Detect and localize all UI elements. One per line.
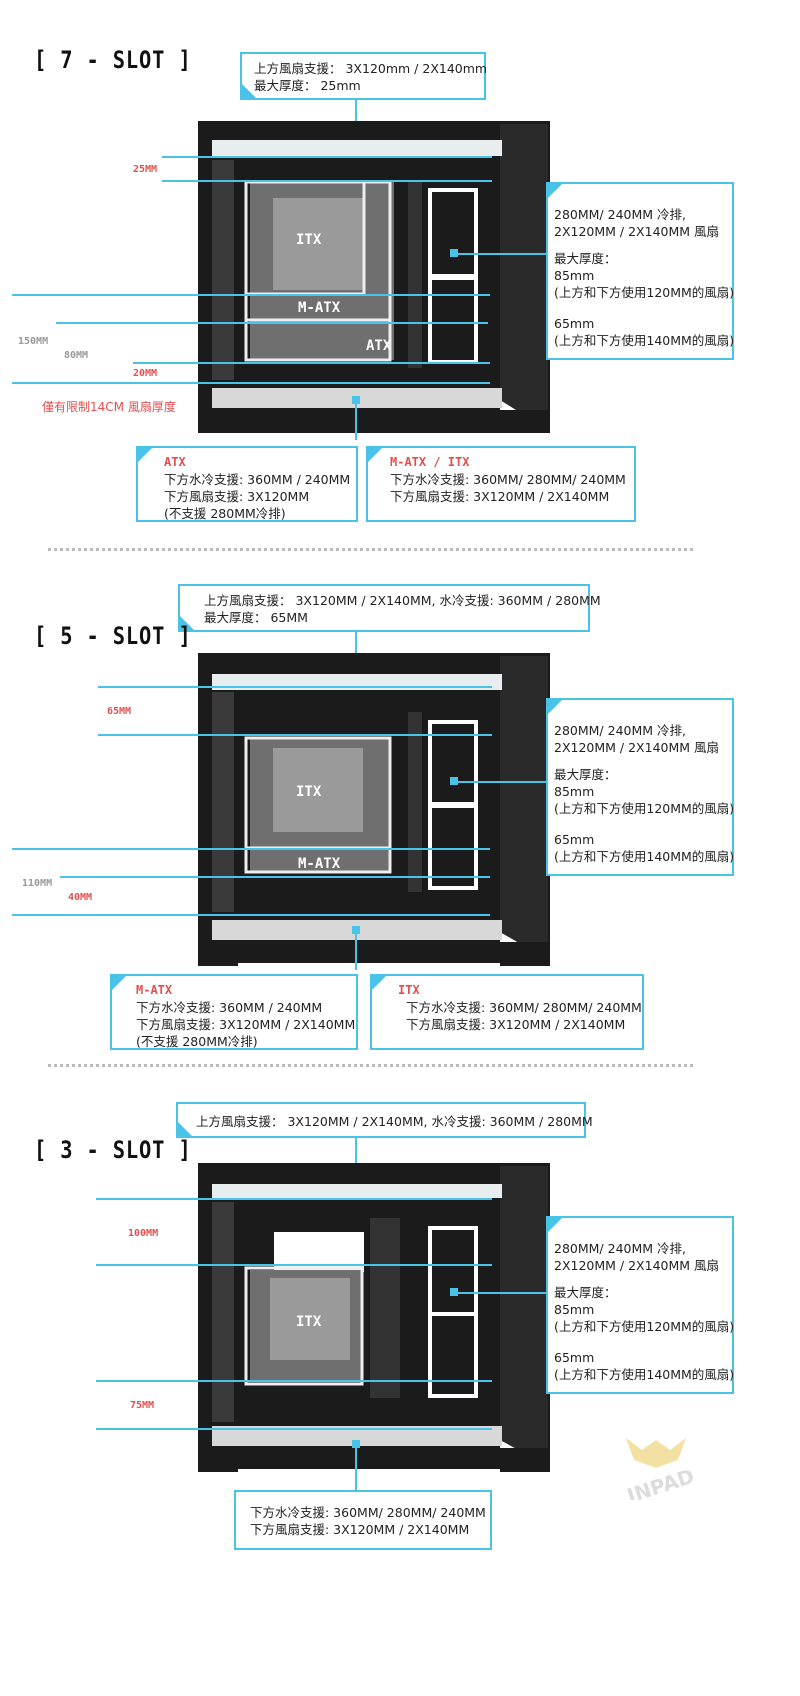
section-title-5slot: [ 5 - SLOT ] xyxy=(34,622,192,650)
box-line: 下方水冷支援: 360MM / 240MM xyxy=(136,1000,323,1015)
top-support-text: 上方風扇支援： 3X120MM / 2X140MM, 水冷支援: 360MM /… xyxy=(204,593,601,608)
side-line xyxy=(554,1274,732,1284)
side-line: 65mm xyxy=(554,1350,595,1365)
box-line: 下方風扇支援: 3X120MM / 2X140MM xyxy=(406,1017,626,1032)
inpad-logo: INPAD xyxy=(616,1430,706,1508)
fan-thickness-note: 僅有限制14CM 風扇厚度 xyxy=(42,400,176,414)
side-line xyxy=(554,817,732,831)
board-itx-label: ITX xyxy=(296,784,322,800)
section-divider xyxy=(48,548,693,551)
bottom-itx-box: ITX 下方水冷支援: 360MM/ 280MM/ 240MM 下方風扇支援: … xyxy=(370,974,644,1050)
side-line: 最大厚度： xyxy=(554,251,617,266)
bottom-matx-box: M-ATX 下方水冷支援: 360MM / 240MM 下方風扇支援: 3X12… xyxy=(110,974,358,1050)
side-line: 280MM/ 240MM 冷排, xyxy=(554,1241,686,1256)
box-line: 下方風扇支援: 3X120MM / 2X140MM xyxy=(250,1522,470,1537)
top-thickness-text: 最大厚度： 25mm xyxy=(254,78,361,93)
box-line: 下方風扇支援: 3X120MM xyxy=(164,489,310,504)
board-matx-label: M-ATX xyxy=(298,300,341,316)
side-line: 2X120MM / 2X140MM 風扇 xyxy=(554,224,720,239)
top-support-text: 上方風扇支援： 3X120MM / 2X140MM, 水冷支援: 360MM /… xyxy=(196,1114,593,1129)
box-title: M-ATX / ITX xyxy=(390,455,470,469)
case-diagram-5slot xyxy=(198,652,550,970)
box-line: 下方水冷支援: 360MM / 240MM xyxy=(164,472,351,487)
top-clearance-label: 65MM xyxy=(107,706,132,717)
top-fan-support-box: 上方風扇支援： 3X120MM / 2X140MM, 水冷支援: 360MM /… xyxy=(176,1102,593,1138)
side-radiator-box: 280MM/ 240MM 冷排, 2X120MM / 2X140MM 風扇 最大… xyxy=(546,1216,734,1394)
top-thickness-text: 最大厚度： 65MM xyxy=(204,610,308,625)
box-line: 下方風扇支援: 3X120MM / 2X140MM xyxy=(390,489,610,504)
box-title: M-ATX xyxy=(136,983,173,997)
bottom-clearance-label: 20MM xyxy=(133,368,158,379)
side-radiator-box: 280MM/ 240MM 冷排, 2X120MM / 2X140MM 風扇 最大… xyxy=(546,182,734,360)
case-diagram-7slot xyxy=(198,120,550,440)
box-title: ATX xyxy=(164,455,186,469)
box-line: 下方風扇支援: 3X120MM / 2X140MM xyxy=(136,1017,356,1032)
section-title-7slot: [ 7 - SLOT ] xyxy=(34,46,192,74)
side-line: (上方和下方使用140MM的風扇) xyxy=(554,849,735,864)
board-matx-label: M-ATX xyxy=(298,856,341,872)
side-radiator-box: 280MM/ 240MM 冷排, 2X120MM / 2X140MM 風扇 最大… xyxy=(546,698,734,876)
side-line: 2X120MM / 2X140MM 風扇 xyxy=(554,740,720,755)
side-line: 65mm xyxy=(554,316,595,331)
side-line: 65mm xyxy=(554,832,595,847)
bottom-atx-box: ATX 下方水冷支援: 360MM / 240MM 下方風扇支援: 3X120M… xyxy=(136,446,358,522)
section-divider xyxy=(48,1064,693,1067)
board-itx-label: ITX xyxy=(296,232,322,248)
bottom-matx-itx-box: M-ATX / ITX 下方水冷支援: 360MM/ 280MM/ 240MM … xyxy=(366,446,636,522)
case-diagram-3slot xyxy=(198,1162,550,1476)
side-line: 最大厚度： xyxy=(554,767,617,782)
top-fan-support-box: 上方風扇支援： 3X120mm / 2X140mm 最大厚度： 25mm xyxy=(240,52,488,100)
side-line xyxy=(554,756,732,766)
top-clearance-label: 100MM xyxy=(128,1228,159,1239)
side-line: 2X120MM / 2X140MM 風扇 xyxy=(554,1258,720,1273)
side-line xyxy=(554,301,732,315)
side-line: 280MM/ 240MM 冷排, xyxy=(554,723,686,738)
side-line: 85mm xyxy=(554,784,595,799)
top-clearance-label: 25MM xyxy=(133,164,158,175)
gray-measure-110: 110MM xyxy=(22,878,53,889)
box-line: 下方水冷支援: 360MM/ 280MM/ 240MM xyxy=(250,1505,486,1520)
side-line: (上方和下方使用140MM的風扇) xyxy=(554,1367,735,1382)
side-line: (上方和下方使用120MM的風扇) xyxy=(554,1319,735,1334)
board-atx-label: ATX xyxy=(366,338,392,354)
side-line: (上方和下方使用120MM的風扇) xyxy=(554,285,735,300)
box-line: (不支援 280MM冷排) xyxy=(164,506,286,521)
gray-measure-80: 80MM xyxy=(64,350,89,361)
side-line: 85mm xyxy=(554,268,595,283)
box-line: (不支援 280MM冷排) xyxy=(136,1034,258,1049)
gray-measure-150: 150MM xyxy=(18,336,49,347)
box-title: ITX xyxy=(398,983,420,997)
top-support-text: 上方風扇支援： 3X120mm / 2X140mm xyxy=(254,61,488,76)
side-line: 最大厚度： xyxy=(554,1285,617,1300)
bottom-clearance-label: 40MM xyxy=(68,892,93,903)
side-line: (上方和下方使用140MM的風扇) xyxy=(554,333,735,348)
section-title-3slot: [ 3 - SLOT ] xyxy=(34,1136,192,1164)
side-line: (上方和下方使用120MM的風扇) xyxy=(554,801,735,816)
box-line: 下方水冷支援: 360MM/ 280MM/ 240MM xyxy=(406,1000,642,1015)
side-line: 85mm xyxy=(554,1302,595,1317)
side-line: 280MM/ 240MM 冷排, xyxy=(554,207,686,222)
side-line xyxy=(554,1335,732,1349)
box-line: 下方水冷支援: 360MM/ 280MM/ 240MM xyxy=(390,472,626,487)
bottom-clearance-label: 75MM xyxy=(130,1400,155,1411)
bottom-radiator-box: 下方水冷支援: 360MM/ 280MM/ 240MM 下方風扇支援: 3X12… xyxy=(234,1490,492,1550)
side-line xyxy=(554,240,732,250)
board-itx-label: ITX xyxy=(296,1314,322,1330)
logo-text: INPAD xyxy=(624,1464,697,1500)
top-fan-support-box: 上方風扇支援： 3X120MM / 2X140MM, 水冷支援: 360MM /… xyxy=(178,584,601,632)
